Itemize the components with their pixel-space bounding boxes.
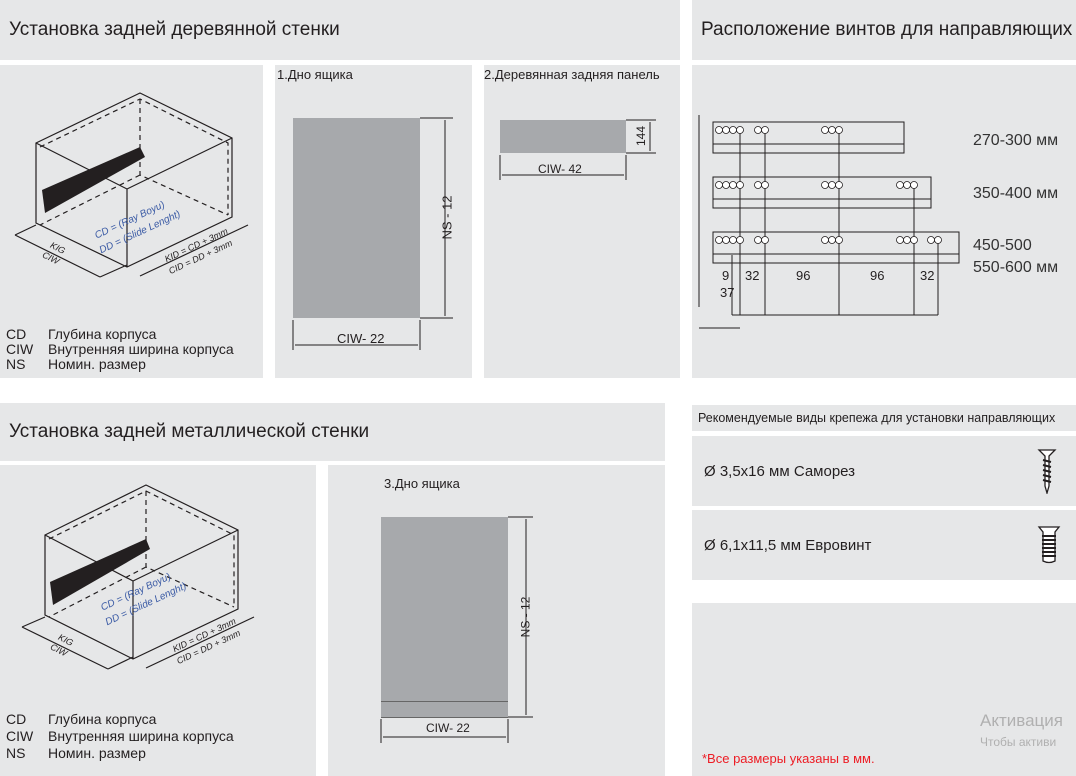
rail-diagram bbox=[698, 115, 960, 329]
fastener-item: Ø 3,5x16 мм Саморез bbox=[692, 436, 1076, 506]
panel2-title: 2.Деревянная задняя панель bbox=[484, 67, 660, 82]
dim-ns: NS - 12 bbox=[439, 195, 455, 240]
bottom-panel-3: 3.Дно ящика NS - 12 CIW- 22 bbox=[328, 465, 665, 776]
dim-96a: 96 bbox=[796, 268, 811, 283]
metal-header: Установка задней металлической стенки bbox=[0, 403, 665, 461]
dim-ciw22: CIW- 22 bbox=[426, 721, 470, 735]
dim-ciw42: CIW- 42 bbox=[538, 162, 582, 176]
dim-96b: 96 bbox=[870, 268, 885, 283]
dim-ciw22: CIW- 22 bbox=[337, 331, 385, 346]
bottom-board bbox=[293, 118, 420, 318]
rail-size-2: 350-400 мм bbox=[973, 185, 1059, 202]
cabinet-diagram bbox=[21, 484, 255, 670]
euro-screw-icon bbox=[1037, 526, 1061, 564]
panel3-title: 3.Дно ящика bbox=[384, 476, 460, 491]
fastener-label: Ø 3,5x16 мм Саморез bbox=[704, 462, 856, 480]
activation-watermark: Активация bbox=[980, 711, 1063, 730]
back-board bbox=[500, 120, 626, 153]
screw-positions: 270-300 мм 350-400 мм 450-500 550-600 мм… bbox=[692, 65, 1076, 378]
bottom-panel-1: 1.Дно ящика NS - 12 CIW- 22 bbox=[275, 65, 472, 378]
screws-header: Расположение винтов для направляющих bbox=[692, 0, 1076, 60]
cabinet-diagram bbox=[14, 92, 249, 278]
fastener-label: Ø 6,1x11,5 мм Евровинт bbox=[704, 536, 872, 554]
wood-header: Установка задней деревянной стенки bbox=[0, 0, 680, 60]
activation-watermark-sub: Чтобы активи bbox=[980, 735, 1057, 749]
units-note: *Все размеры указаны в мм. bbox=[702, 751, 875, 766]
back-panel: 2.Деревянная задняя панель CIW- 42 144 bbox=[484, 65, 680, 378]
note-panel: Активация Чтобы активи *Все размеры указ… bbox=[692, 603, 1076, 776]
dim-32b: 32 bbox=[920, 268, 935, 283]
wood-screw-icon bbox=[1037, 449, 1057, 494]
dim-144: 144 bbox=[634, 125, 649, 147]
board-edge bbox=[381, 701, 508, 702]
dim-32a: 32 bbox=[745, 268, 760, 283]
iso-panel-metal: CD = (Ray Boyu) DD = (Slide Lenght) KIG … bbox=[0, 465, 316, 776]
fastener-item: Ø 6,1x11,5 мм Евровинт bbox=[692, 510, 1076, 580]
rail-size-4: 550-600 мм bbox=[973, 259, 1059, 276]
bottom-board bbox=[381, 517, 508, 718]
dim-ns: NS - 12 bbox=[518, 596, 533, 638]
dim-9: 9 bbox=[722, 268, 730, 283]
rail-size-3: 450-500 bbox=[973, 237, 1032, 254]
fasteners-header: Рекомендуемые виды крепежа для установки… bbox=[692, 405, 1076, 431]
rail-size-1: 270-300 мм bbox=[973, 132, 1059, 149]
iso-panel-wood: CD = (Ray Boyu) DD = (Slide Lenght) KIG … bbox=[0, 65, 263, 378]
dim-37: 37 bbox=[720, 285, 735, 300]
panel1-title: 1.Дно ящика bbox=[277, 67, 353, 82]
